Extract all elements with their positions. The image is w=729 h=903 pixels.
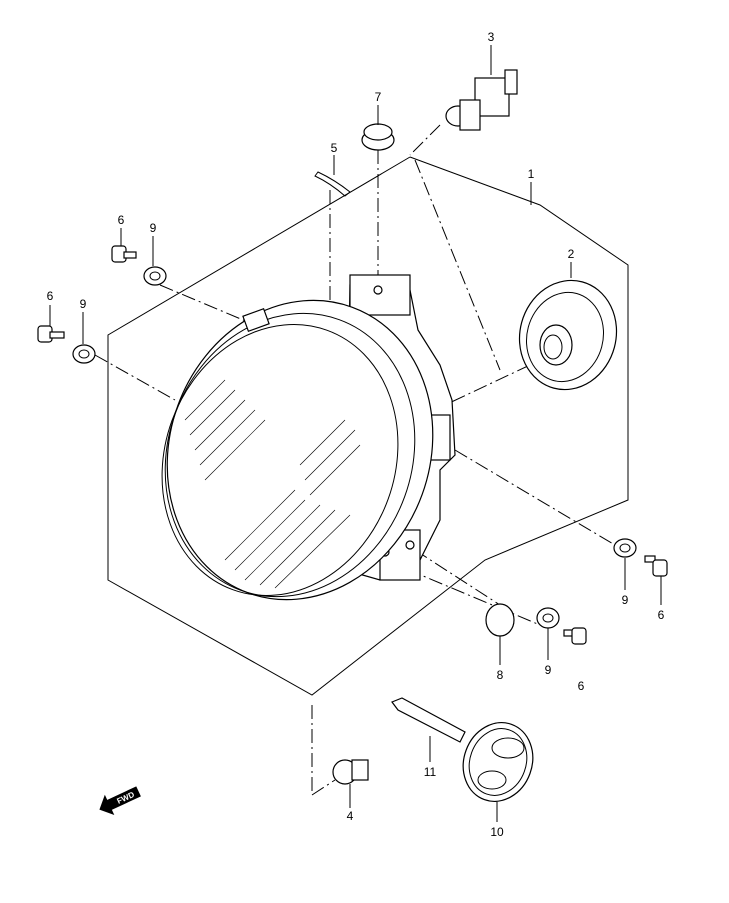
callout-10: 10 [490,825,504,839]
callout-9-right: 9 [622,593,629,607]
screw-bottom [563,627,587,645]
callout-9-left-top: 9 [150,221,157,235]
socket-cover [518,279,618,391]
screw-left-top [111,245,137,263]
screw-right [644,555,668,577]
callout-9-left-mid: 9 [80,297,87,311]
reflector [462,722,534,802]
cushion-right [613,538,637,558]
alignment-lines [94,124,616,796]
callout-6-left-top: 6 [118,213,125,227]
callout-4: 4 [347,809,354,823]
callout-labels: 1 2 3 4 5 6 6 6 6 7 8 9 9 9 9 10 11 [47,30,665,839]
callout-3: 3 [488,30,495,44]
washer-bottom [485,603,515,637]
bulb-h4 [445,69,518,131]
cushion-left-mid [72,344,96,364]
callout-8: 8 [497,668,504,682]
forward-arrow-icon: FWD [99,786,141,816]
headlamp-lens [161,299,434,601]
cushion-left-top [143,266,167,286]
callout-7: 7 [375,90,382,104]
leader-lines [49,45,662,822]
callout-9-bottom: 9 [545,663,552,677]
grommet [361,123,395,151]
lens-hatching [184,379,361,589]
pin-bolt [391,697,466,743]
position-bulb [332,759,369,785]
callout-6-right: 6 [658,608,665,622]
callout-2: 2 [568,247,575,261]
callout-11: 11 [424,765,437,779]
fwd-label: FWD [115,790,136,806]
clip [314,171,351,197]
callout-6-bottom: 6 [578,679,585,693]
screw-left-mid [37,325,65,343]
assembly-outline [107,156,629,696]
callout-6-left-mid: 6 [47,289,54,303]
callout-1: 1 [528,167,535,181]
callout-5: 5 [331,141,338,155]
cushion-bottom [536,607,560,629]
